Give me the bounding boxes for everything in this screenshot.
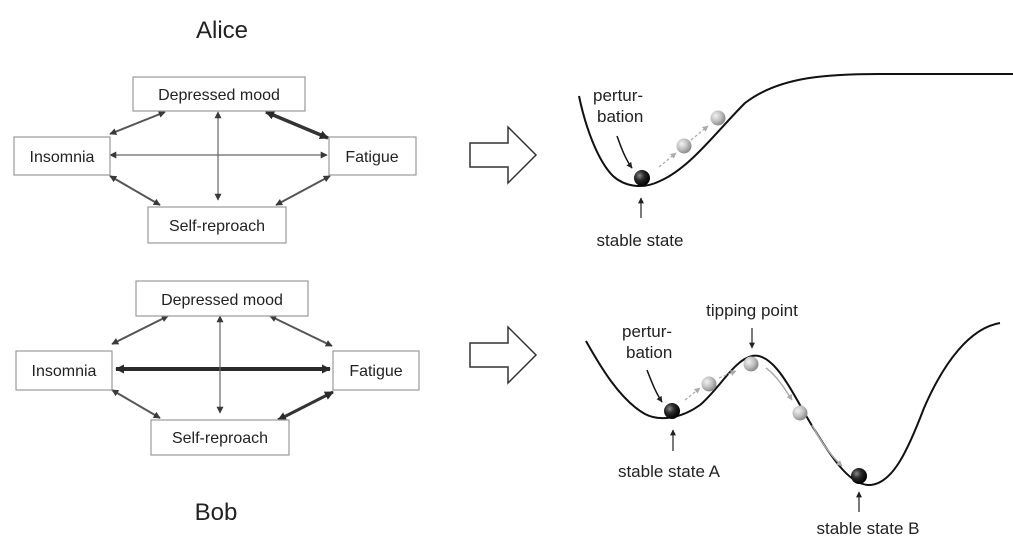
bob-motion-arrow-4 [811, 424, 843, 467]
bob-landscape-curve [585, 322, 1001, 487]
edge-fatigue-selfreproach [277, 390, 334, 422]
svg-text:Insomnia: Insomnia [30, 149, 95, 166]
bob-motion-arrow-1 [684, 387, 701, 401]
svg-text:Depressed mood: Depressed mood [161, 292, 283, 309]
svg-text:Fatigue: Fatigue [345, 149, 398, 166]
alice-landscape: pertur- bation stable state [578, 73, 1013, 250]
bob-node-insomnia: Insomnia [15, 350, 113, 391]
bob-ball-grey-tipping [743, 356, 759, 372]
edge-mood-insomnia [109, 111, 166, 135]
alice-ball-grey-1 [676, 138, 692, 154]
alice-title: Alice [196, 17, 248, 44]
alice-ball-stable [634, 170, 650, 186]
alice-node-insomnia: Insomnia [13, 136, 111, 176]
edge-mood-insomnia [111, 315, 169, 345]
svg-text:Depressed mood: Depressed mood [158, 87, 280, 104]
alice-perturbation-arrow [616, 135, 633, 169]
bob-ball-grey-1 [701, 376, 717, 392]
edge-mood-fatigue [269, 315, 333, 347]
bob-tipping-label: tipping point [706, 301, 798, 320]
bob-node-self-reproach: Self-reproach [150, 419, 290, 456]
alice-perturbation-label: pertur- bation [593, 86, 648, 126]
bob-stable-b-label: stable state B [816, 519, 919, 538]
bob-ball-grey-3 [792, 405, 808, 421]
alice-node-fatigue: Fatigue [328, 136, 417, 176]
svg-text:Self-reproach: Self-reproach [172, 430, 268, 447]
bob-stable-a-label: stable state A [618, 462, 721, 481]
edge-fatigue-selfreproach [275, 175, 331, 206]
bob-transition-arrow-icon [469, 325, 538, 385]
bob-network: Depressed mood Insomnia Fatigue Self-rep… [15, 280, 420, 526]
alice-ball-grey-2 [710, 110, 726, 126]
edge-mood-fatigue [265, 110, 329, 140]
alice-network: Alice Depressed mood Insomnia Fatigue Se… [13, 17, 417, 244]
bob-motion-arrow-3 [765, 367, 793, 401]
alice-stable-label: stable state [597, 231, 684, 250]
bob-perturbation-arrow [646, 369, 663, 403]
svg-text:Self-reproach: Self-reproach [169, 218, 265, 235]
svg-text:Fatigue: Fatigue [349, 363, 402, 380]
alice-node-depressed-mood: Depressed mood [132, 76, 306, 112]
bob-title: Bob [195, 499, 238, 526]
bob-motion-arrow-2 [718, 370, 737, 379]
alice-motion-arrow-1 [658, 152, 677, 168]
svg-text:Insomnia: Insomnia [32, 363, 97, 380]
edge-insomnia-selfreproach [109, 175, 161, 206]
bob-node-depressed-mood: Depressed mood [135, 280, 309, 317]
bob-ball-stable-b [851, 468, 867, 484]
bob-perturbation-label: pertur- bation [622, 322, 677, 362]
alice-landscape-curve [578, 73, 1013, 188]
bob-landscape: pertur- bation tipping point stable stat… [585, 301, 1001, 538]
alice-node-self-reproach: Self-reproach [147, 206, 287, 244]
edge-insomnia-selfreproach [111, 389, 161, 419]
bob-ball-stable-a [664, 403, 680, 419]
bob-node-fatigue: Fatigue [332, 350, 420, 391]
alice-motion-arrow-2 [690, 125, 709, 141]
alice-transition-arrow-icon [469, 125, 538, 185]
